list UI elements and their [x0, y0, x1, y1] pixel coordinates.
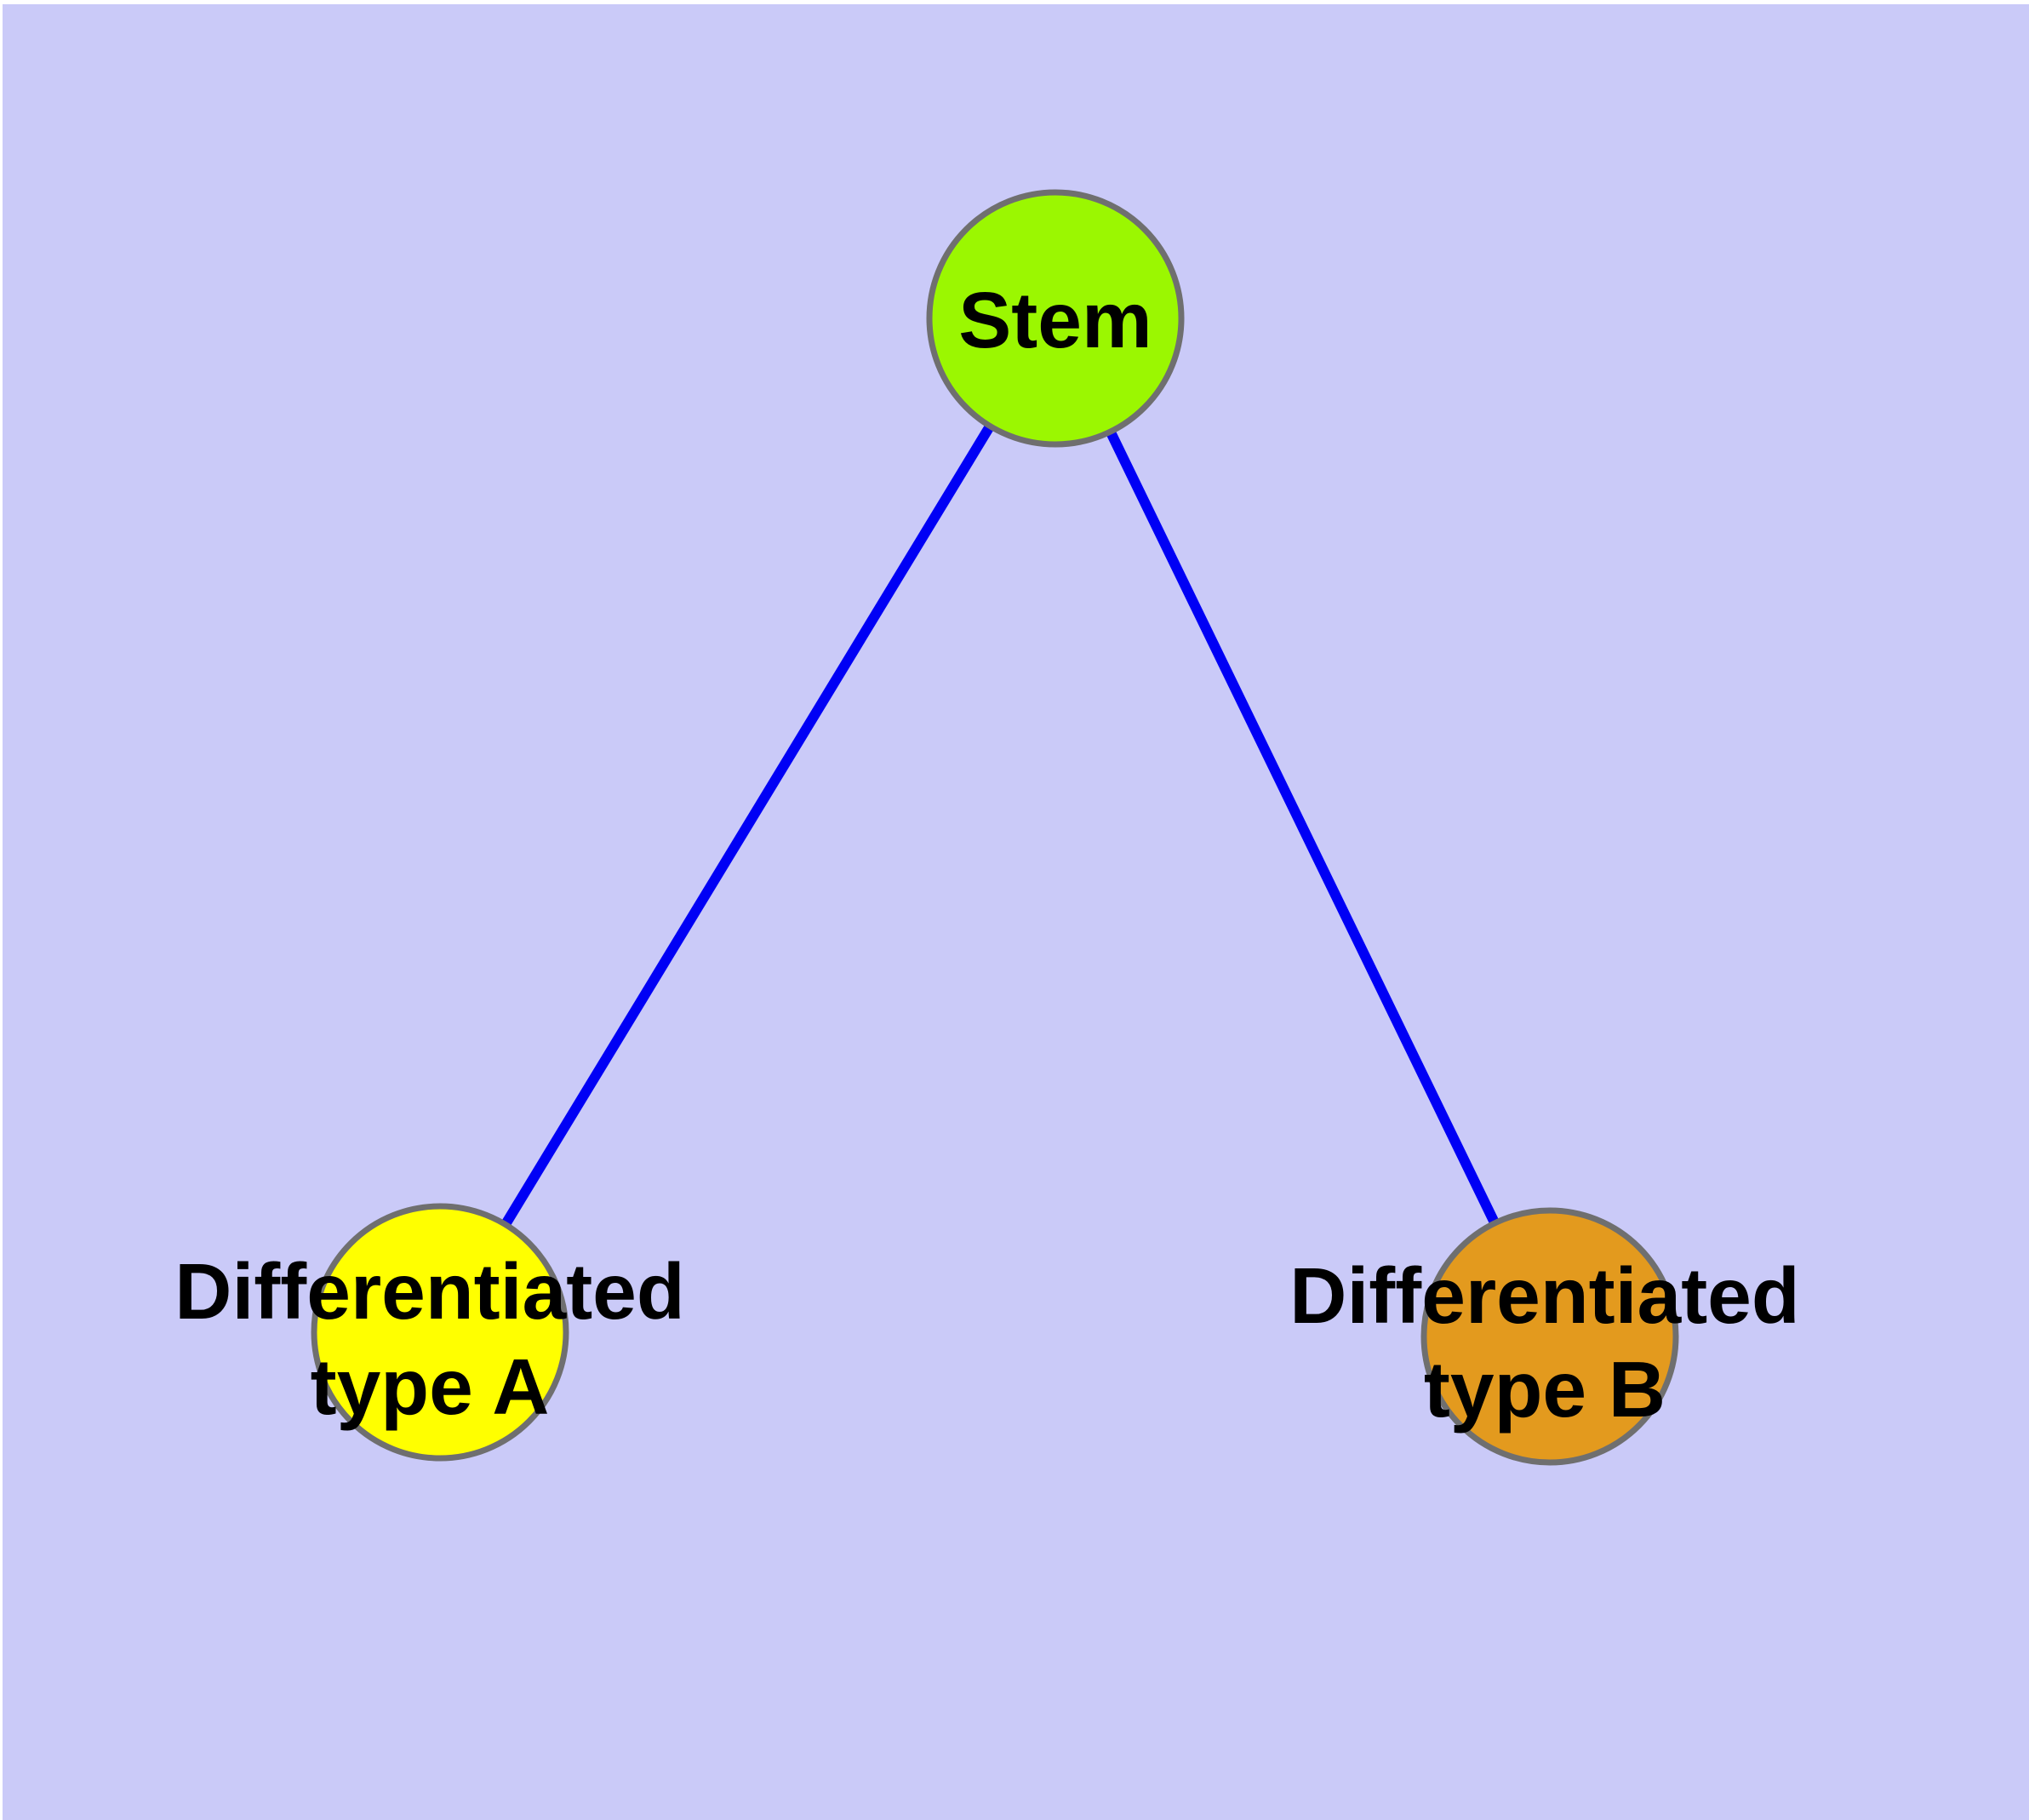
node-type-a-label-line2: type A [311, 1342, 550, 1431]
node-type-b-label-line2: type B [1424, 1345, 1666, 1434]
node-type-b-circle [1420, 1207, 1679, 1466]
node-type-b-label-line1: Differentiated [1289, 1251, 1799, 1340]
node-stem-label: Stem [958, 276, 1152, 364]
edge-stem-to-type-b [1050, 316, 1555, 1339]
node-stem-circle [926, 189, 1185, 448]
edge-stem-to-type-a [435, 315, 1060, 1336]
node-type-a-circle [311, 1203, 569, 1462]
node-type-a-label-line1: Differentiated [174, 1247, 684, 1336]
